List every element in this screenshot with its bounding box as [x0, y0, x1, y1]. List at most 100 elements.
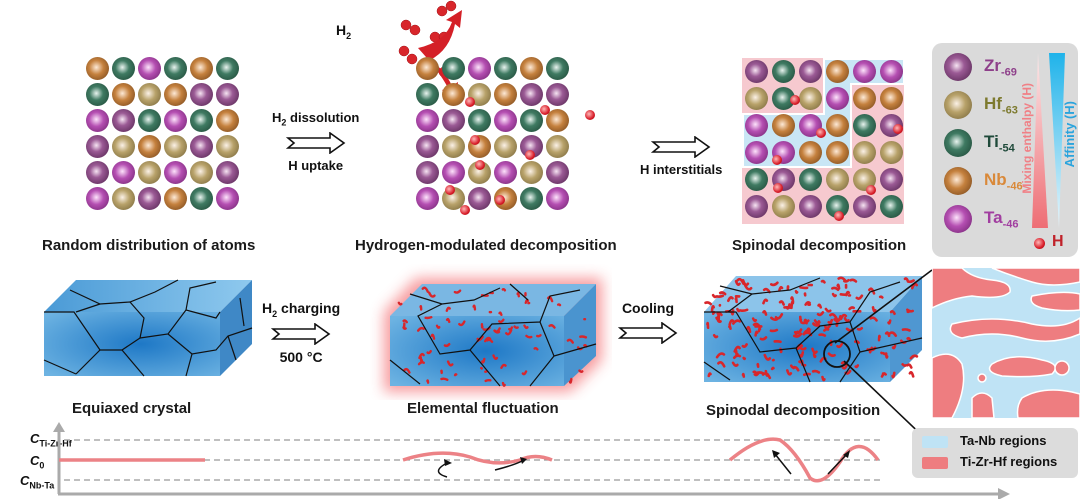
red-phase-feature	[728, 324, 732, 330]
atom-nb	[164, 187, 187, 210]
red-phase-feature	[855, 294, 864, 300]
red-phase-feature	[732, 319, 742, 325]
red-phase-feature	[741, 278, 750, 287]
step-h2-dissolution: H2 dissolution H uptake	[272, 110, 360, 173]
red-phase-feature	[734, 279, 741, 286]
red-phase-feature	[887, 319, 892, 325]
hydrogen-atom	[790, 95, 800, 105]
x-axis-arrow-icon	[998, 488, 1010, 499]
atom-hf	[799, 87, 822, 110]
ti-zr-hf-regions-label: Ti-Zr-Hf regions	[960, 454, 1058, 469]
atom-nb	[520, 57, 543, 80]
atom-ta	[416, 109, 439, 132]
hollow-arrow-icon	[651, 136, 711, 158]
hollow-arrow-icon	[618, 322, 678, 344]
atom-ti	[799, 168, 822, 191]
red-phase-feature	[424, 315, 433, 320]
atom-zr	[86, 135, 109, 158]
spinodal-atom-grid	[745, 60, 904, 219]
red-phase-feature	[421, 286, 429, 293]
red-phase-feature	[821, 375, 826, 382]
red-phase-feature	[525, 334, 533, 339]
red-phase-feature	[402, 319, 409, 324]
red-phase-feature	[762, 310, 768, 316]
red-phase-feature	[568, 377, 573, 384]
atom-ti	[772, 87, 795, 110]
atom-zr	[546, 161, 569, 184]
atom-zr	[216, 161, 239, 184]
red-phase-feature	[718, 291, 727, 296]
red-phase-feature	[799, 315, 803, 323]
red-phase-feature	[523, 324, 529, 330]
legend-label: Nb-46	[984, 169, 1023, 193]
atom-hf	[880, 141, 903, 164]
red-phase-feature	[774, 313, 784, 320]
red-phase-feature	[500, 363, 507, 369]
atom-zr	[416, 161, 439, 184]
red-phase-feature	[888, 331, 898, 338]
atom-nb	[826, 114, 849, 137]
red-phase-feature	[706, 321, 710, 330]
red-phase-feature	[579, 335, 588, 339]
red-phase-feature	[856, 326, 864, 331]
red-phase-feature	[493, 329, 501, 334]
legend-label: Ta-46	[984, 207, 1019, 231]
hydrogen-atom	[866, 185, 876, 195]
red-phase-feature	[804, 301, 811, 306]
elemental-fluctuation-block	[384, 278, 602, 392]
red-phase-feature	[445, 317, 451, 324]
red-phase-feature	[817, 303, 823, 309]
atom-ti	[190, 109, 213, 132]
red-phase-feature	[419, 305, 423, 311]
atom-ti	[880, 195, 903, 218]
red-phase-feature	[770, 316, 779, 321]
arrow-head-icon	[444, 459, 452, 466]
atom-zr	[190, 83, 213, 106]
red-phase-feature	[812, 353, 817, 359]
red-phase-feature	[811, 347, 818, 355]
red-phase-feature	[901, 328, 911, 332]
red-phase-feature	[505, 329, 513, 336]
red-phase-feature	[426, 349, 432, 355]
red-phase-feature	[811, 369, 821, 374]
red-phase-feature	[521, 370, 528, 376]
spinodal-decomposition-block	[703, 276, 923, 383]
red-phase-feature	[882, 351, 888, 356]
concentration-plot	[53, 422, 1010, 499]
red-phase-feature	[843, 278, 850, 283]
ti-zr-hf-swatch	[922, 457, 948, 469]
atom-hf	[546, 135, 569, 158]
red-phase-feature	[583, 343, 588, 348]
atom-ta	[745, 114, 768, 137]
red-phase-feature	[903, 277, 909, 282]
legend-item-zr: Zr-69	[944, 53, 1017, 81]
red-phase-feature	[524, 298, 530, 304]
atom-ti-icon	[944, 129, 972, 157]
arrow-head-icon	[520, 457, 527, 464]
atom-hf	[112, 135, 135, 158]
red-phase-feature	[498, 311, 503, 316]
atom-ti	[138, 109, 161, 132]
atom-ti	[442, 57, 465, 80]
red-phase-feature	[759, 336, 768, 341]
ta-nb-swatch	[922, 436, 948, 448]
atom-ta	[494, 161, 517, 184]
red-phase-feature	[778, 300, 785, 306]
hydrogen-atom	[893, 124, 903, 134]
red-phase-feature	[513, 325, 519, 329]
red-phase-feature	[440, 377, 449, 382]
red-phase-feature	[445, 306, 451, 312]
red-phase-feature	[458, 320, 466, 327]
red-phase-feature	[751, 317, 758, 323]
hydrogen-atom	[460, 205, 470, 215]
atom-zr	[468, 187, 491, 210]
red-phase-feature	[734, 349, 739, 357]
hydrogen-atom	[585, 110, 595, 120]
atom-hf	[190, 161, 213, 184]
atom-ta-icon	[944, 205, 972, 233]
atom-ta	[468, 57, 491, 80]
y-label-c0: C0	[30, 453, 45, 471]
red-phase-feature	[843, 317, 850, 323]
red-phase-feature	[426, 379, 430, 384]
red-phase-feature	[798, 360, 802, 364]
